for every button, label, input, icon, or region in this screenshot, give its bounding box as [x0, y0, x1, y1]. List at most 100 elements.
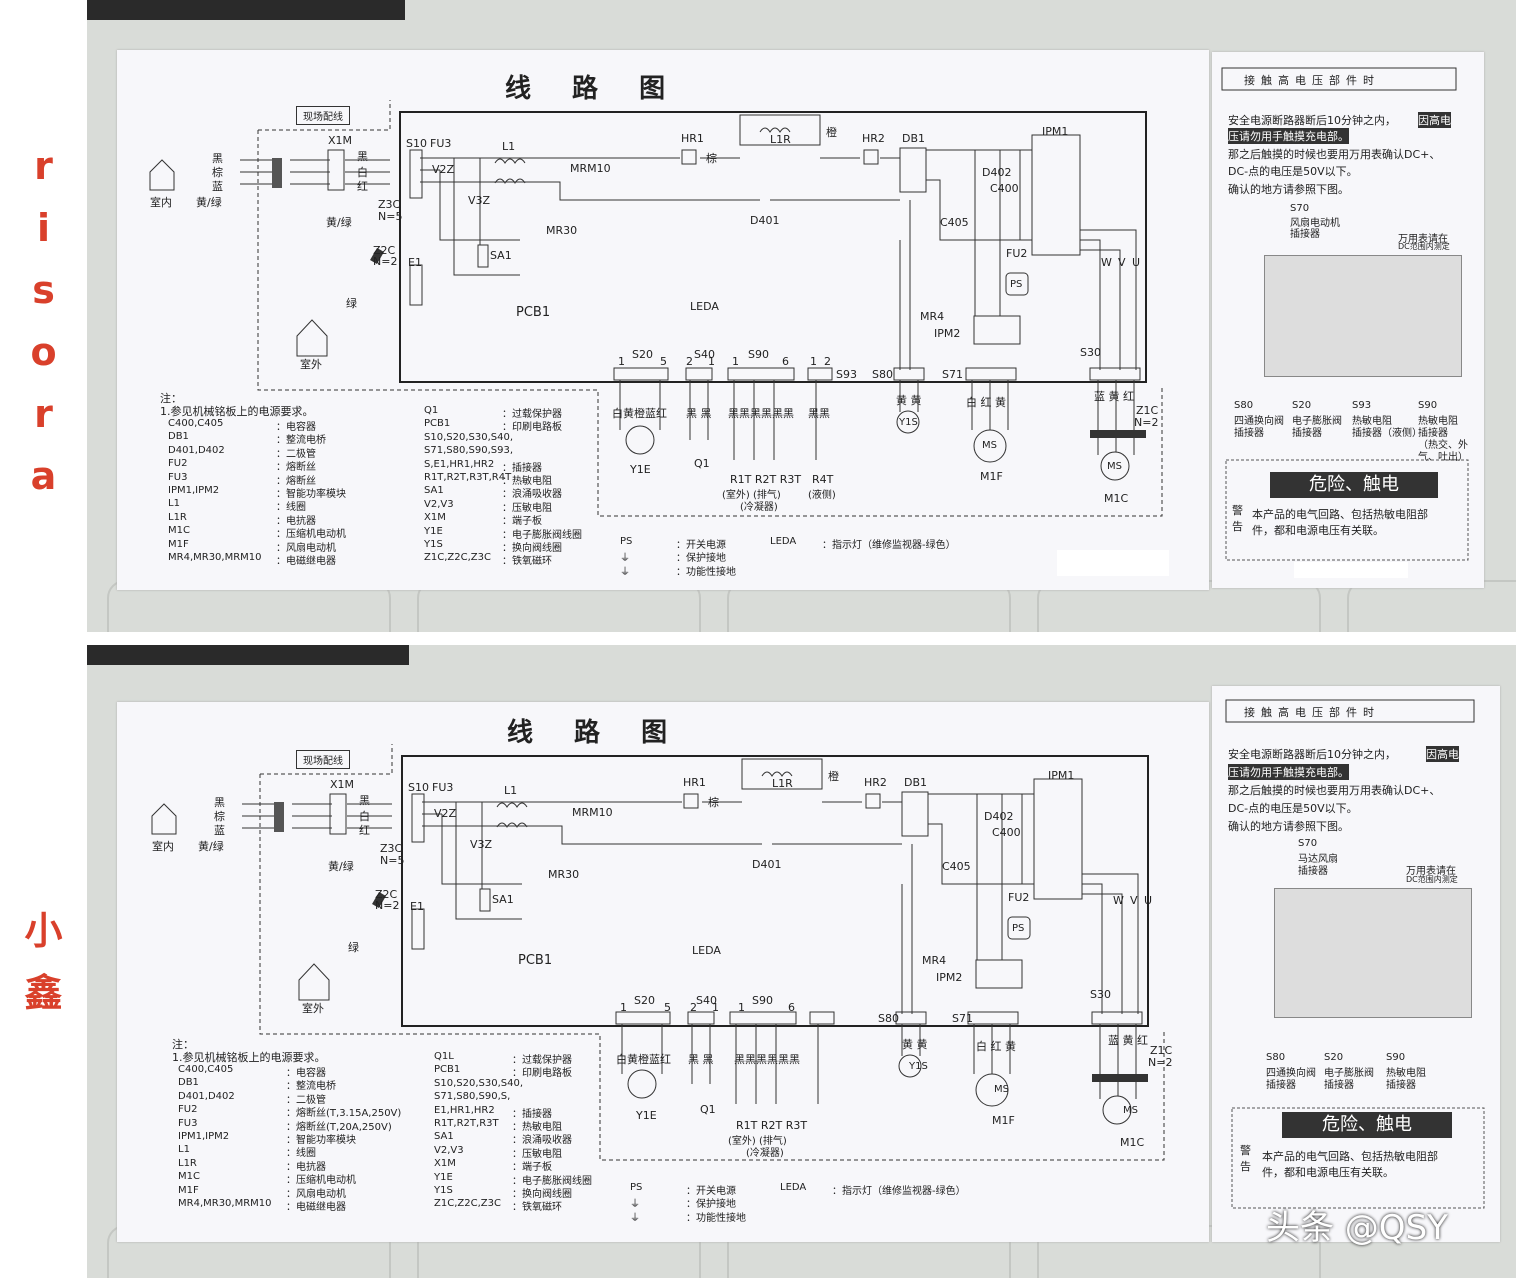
hr1-wire: 棕: [708, 796, 719, 809]
legend-desc: ：浪涌吸收器: [502, 489, 562, 501]
legend-desc: ：智能功率模块: [276, 489, 346, 500]
comp-mr4: MR4: [920, 310, 945, 323]
legend-code: L1: [168, 498, 180, 510]
notes-title: 注：: [172, 1038, 194, 1051]
side-text: 确认的地方请参照下图。: [1228, 820, 1349, 833]
danger-text: 件，都和电源电压有关联。: [1252, 524, 1384, 537]
comp-mr4: MR4: [922, 954, 947, 967]
bottom-connector: 插接器（液侧）: [1352, 428, 1422, 439]
legend-code: Y1S: [434, 1185, 453, 1196]
legend-code: C400,C405: [178, 1064, 234, 1075]
comp-fu3: FU3: [432, 781, 454, 794]
comp-mrm10: MRM10: [572, 806, 613, 819]
bottom-connector: S20: [1324, 1052, 1344, 1063]
legend-code: S10,S20,S30,S40,: [434, 1077, 524, 1089]
legend-desc: ：风扇电动机: [276, 542, 336, 554]
load-y1s: Y1S: [909, 1061, 928, 1072]
redaction: [1294, 562, 1408, 578]
comp-hr2: HR2: [862, 132, 885, 145]
l1r-wire: 橙: [826, 126, 837, 139]
x1m-label: X1M: [330, 778, 355, 791]
s93-pin-last: 2: [824, 355, 831, 368]
l1r-wire: 橙: [828, 770, 839, 783]
bottom-connector: （热交、外: [1418, 440, 1468, 451]
legend-code: Y1S: [424, 539, 443, 550]
side-text-highlight: 因高电: [1418, 112, 1451, 128]
comp-ps: PS: [1012, 923, 1025, 934]
meter-note: DC范围内测定: [1406, 875, 1458, 884]
load-m1c: M1C: [1120, 1136, 1145, 1149]
letter: r: [34, 392, 53, 436]
side-text-highlight: 压请勿用手触摸充电部。: [1228, 128, 1349, 144]
load-r4t: R4T: [812, 473, 834, 486]
load-y1e: Y1E: [636, 1109, 657, 1122]
conn-s30: S30: [1080, 346, 1101, 359]
comp-ps: PS: [1010, 279, 1023, 290]
char: 小: [24, 909, 63, 953]
comp-fu2: FU2: [1008, 891, 1030, 904]
bottom-connector: 插接器: [1234, 428, 1264, 439]
meter-note: DC范围内测定: [1398, 242, 1450, 251]
comp-s10: S10: [408, 781, 429, 794]
legend-desc: ：整流电桥: [276, 435, 326, 447]
legend-code: E1,HR1,HR2: [434, 1104, 495, 1116]
load-sensors: R1T R2T R3T: [730, 473, 802, 486]
outdoor-label: 室外: [302, 1002, 324, 1015]
comp-l1: L1: [504, 784, 518, 797]
legend-desc: ：开关电源: [686, 1186, 736, 1197]
phase-w: W: [1101, 256, 1112, 269]
legend-desc: ：铁氧磁环: [512, 1202, 562, 1214]
side-text: 安全电源断路器断后10分钟之内，: [1228, 748, 1396, 761]
phase-u: U: [1144, 894, 1153, 907]
comp-c400: C400: [992, 826, 1021, 839]
legend-desc: ：端子板: [512, 1162, 552, 1174]
load-sensor-notes: (室外) (排气): [722, 490, 781, 501]
legend-code: S71,S80,S90,S,: [434, 1091, 511, 1103]
char: 鑫: [24, 971, 63, 1015]
s40-pin-last: 1: [712, 1001, 719, 1014]
legend-code: Z1C,Z2C,Z3C: [434, 1198, 501, 1210]
hr1-wire: 棕: [706, 152, 717, 165]
outdoor-label: 室外: [300, 358, 322, 371]
s40-pin-last: 1: [708, 355, 715, 368]
bottom-connector: 电子膨胀阀: [1324, 1068, 1374, 1079]
s20-pin-last: 5: [664, 1001, 671, 1014]
bottom-connector: 热敏电阻: [1418, 416, 1458, 427]
comp-d401: D401: [750, 214, 780, 227]
comp-c405: C405: [942, 860, 971, 873]
legend-code: C400,C405: [168, 418, 224, 429]
s71-colors: 白 红 黄: [976, 1040, 1016, 1053]
legend-code: M1F: [168, 538, 189, 550]
comp-d401: D401: [752, 858, 782, 871]
felt-strip: [87, 0, 405, 20]
letter: i: [36, 206, 51, 250]
legend-desc: ：铁氧磁环: [502, 556, 552, 568]
side-text: DC-点的电压是50V以下。: [1228, 165, 1358, 178]
legend-desc: ：电子膨胀阀线圈: [502, 529, 582, 541]
legend-code: LEDA: [780, 1182, 807, 1193]
legend-desc: ：电磁继电器: [286, 1202, 346, 1213]
s30-colors: 蓝 黄 红: [1094, 390, 1134, 403]
wire-brown: 棕: [212, 166, 223, 179]
legend-code: Y1E: [434, 1171, 453, 1183]
legend-desc: ：电抗器: [276, 515, 316, 527]
legend-desc: ：线圈: [276, 502, 306, 514]
legend-desc: ：熔断丝(T,3.15A,250V): [286, 1108, 402, 1120]
load-sensor-notes: (室外) (排气): [728, 1136, 787, 1147]
comp-ipm1: IPM1: [1048, 769, 1075, 782]
legend-desc: ：过载保护器: [502, 409, 562, 420]
x1m-label: X1M: [328, 134, 353, 147]
e1-label: E1: [410, 900, 424, 913]
legend-desc: ：压缩机电动机: [286, 1175, 356, 1187]
legend-desc: ：熔断丝(T,20A,250V): [286, 1121, 392, 1133]
x1m-wire: 黑: [359, 794, 370, 807]
load-z1c: Z1C: [1136, 404, 1159, 417]
legend-code: Z1C,Z2C,Z3C: [424, 552, 491, 564]
legend-desc: ：热敏电阻: [502, 476, 552, 487]
legend-desc: ：插接器: [502, 462, 542, 474]
field-wiring-label: 现场配线: [296, 106, 350, 125]
letter: s: [32, 268, 55, 312]
s90-pin-last: 6: [788, 1001, 795, 1014]
conn-s93: S93: [836, 368, 857, 381]
legend-desc: ：线圈: [286, 1148, 316, 1160]
